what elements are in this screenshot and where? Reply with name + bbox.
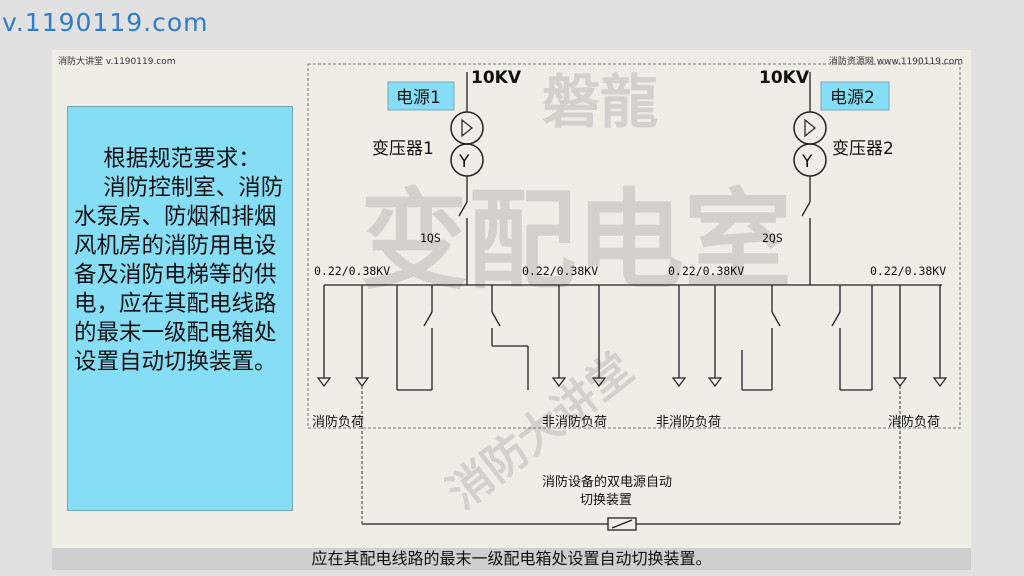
note-line-2: 消防控制室、消防水泵房、防烟和排烟风机房的消防用电设备及消防电梯等的供电，应在其… <box>74 175 284 375</box>
header-left: 消防大讲堂 v.1190119.com <box>58 57 176 67</box>
source1-label: 电源1 <box>396 88 441 108</box>
slide: 消防大讲堂 v.1190119.com 消防资源网 www.1190119.co… <box>52 50 971 570</box>
source1-box <box>387 81 455 111</box>
transformer1-label: 变压器1 <box>372 139 434 159</box>
voltage1-label: 10KV <box>471 68 522 88</box>
note-line-1: 根据规范要求： <box>103 146 261 172</box>
load-fire-left: 消防负荷 <box>312 414 364 430</box>
transformer1-primary <box>450 111 484 145</box>
left-bus-branches <box>316 285 607 391</box>
voltage2-label: 10KV <box>759 68 810 88</box>
switch2-label: 2QS <box>762 231 783 245</box>
delta-symbol-1 <box>461 118 473 138</box>
load-fire-right: 消防负荷 <box>888 414 940 430</box>
load-nonfire-2: 非消防负荷 <box>656 414 721 430</box>
right-bus-branches <box>671 285 948 391</box>
requirement-note: 根据规范要求： 消防控制室、消防水泵房、防烟和排烟风机房的消防用电设备及消防电梯… <box>67 106 293 511</box>
load-nonfire-1: 非消防负荷 <box>542 414 607 430</box>
watermark-top: 磐龍 <box>542 68 658 136</box>
bus-voltage-1: 0.22/0.38KV <box>314 264 390 278</box>
bus-voltage-3: 0.22/0.38KV <box>668 264 744 278</box>
transformer1-y: Y <box>458 152 470 172</box>
bus-voltage-4: 0.22/0.38KV <box>870 264 946 278</box>
delta-symbol-2 <box>804 118 816 138</box>
slide-caption: 应在其配电线路的最末一级配电箱处设置自动切换装置。 <box>52 548 971 570</box>
watermark-main: 变配电室 <box>360 179 792 304</box>
ats-device <box>607 517 637 531</box>
enclosure-box <box>307 63 961 429</box>
source2-box <box>820 81 890 111</box>
transformer2-label: 变压器2 <box>832 139 894 159</box>
ats-label-1: 消防设备的双电源自动 <box>542 474 672 490</box>
switch2-blade <box>801 201 811 217</box>
ats-device-blade <box>611 519 633 529</box>
site-url: v.1190119.com <box>2 8 209 37</box>
header-right: 消防资源网 www.1190119.com <box>828 57 963 67</box>
bus-voltage-2: 0.22/0.38KV <box>522 264 598 278</box>
switch1-blade <box>458 201 468 217</box>
source2-label: 电源2 <box>830 88 875 108</box>
wiring-diagram: 磐龍 变配电室 消防大讲堂 电源1 电源2 10KV 10KV Y 变压器1 Y… <box>307 63 961 531</box>
switch1-label: 1QS <box>420 231 441 245</box>
ats-label-2: 切换装置 <box>580 493 632 508</box>
transformer2-y: Y <box>801 152 813 172</box>
transformer2-primary <box>793 111 827 145</box>
